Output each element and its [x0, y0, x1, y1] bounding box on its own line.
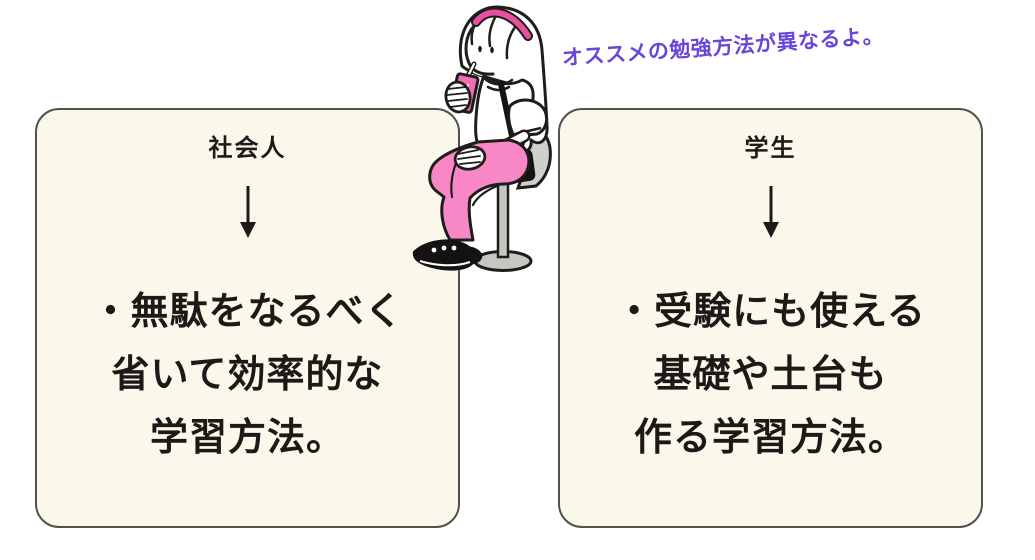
body-line: ・無駄をなるべく: [91, 289, 404, 333]
collar: [482, 76, 514, 92]
sleeve: [507, 98, 549, 138]
body-line: ・受験にも使える: [615, 289, 926, 333]
body-line: 基礎や土台も: [653, 352, 888, 396]
shoe-front: [412, 239, 476, 271]
card-shakaijin: 社会人 ・無駄をなるべく 省いて効率的な 学習方法。: [35, 108, 460, 528]
girl-illustration: [412, 5, 552, 272]
card-gakusei: 学生 ・受験にも使える 基礎や土台も 作る学習方法。: [558, 108, 983, 528]
body-line: 作る学習方法。: [633, 415, 907, 459]
down-arrow-icon: [762, 186, 779, 238]
card-body-shakaijin: ・無駄をなるべく 省いて効率的な 学習方法。: [91, 280, 403, 469]
body-line: 省いて効率的な: [111, 352, 384, 396]
card-title-gakusei: 学生: [744, 134, 797, 162]
shoe-strap-dots: [431, 245, 457, 253]
headband: [471, 7, 533, 41]
body-line: 学習方法。: [149, 415, 345, 459]
callout-text: オススメの勉強方法が異なるよ。: [561, 23, 885, 70]
card-body-gakusei: ・受験にも使える 基礎や土台も 作る学習方法。: [615, 280, 926, 469]
card-title-shakaijin: 社会人: [208, 134, 287, 162]
eyes: [478, 45, 494, 54]
down-arrow-icon: [239, 186, 256, 238]
